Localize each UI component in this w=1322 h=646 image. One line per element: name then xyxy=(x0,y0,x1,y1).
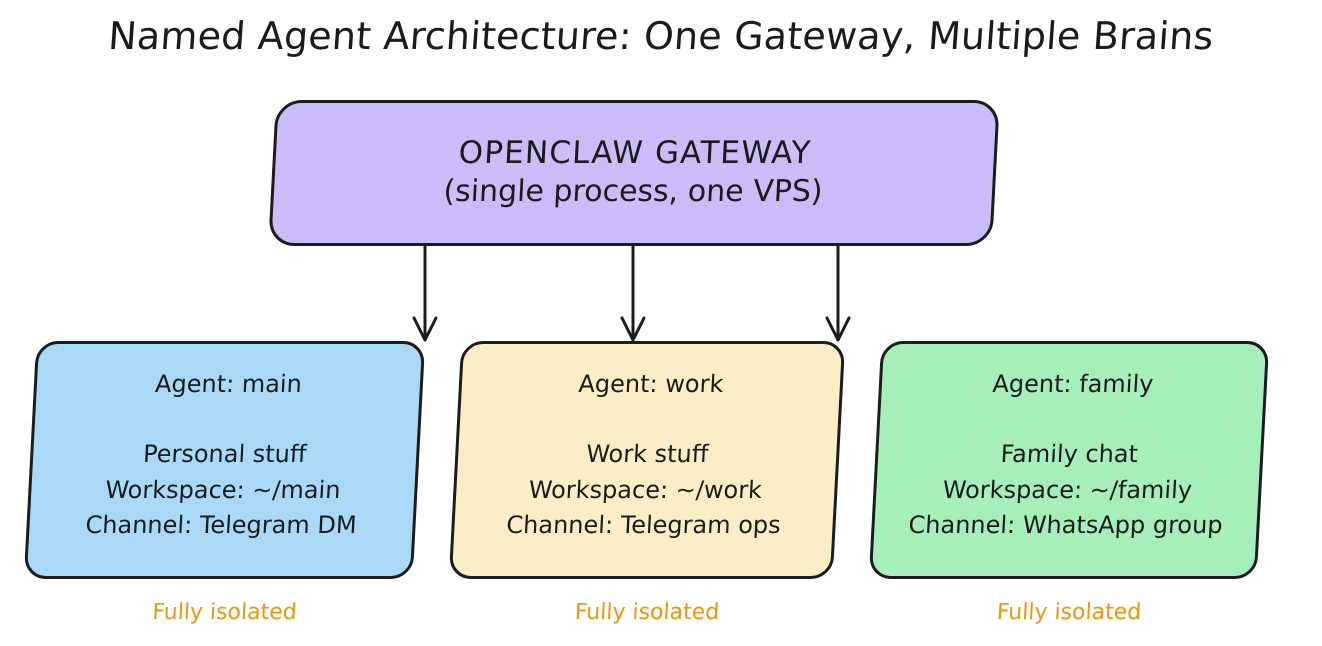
agent-node-work: Agent: work Work stuff Workspace: ~/work… xyxy=(448,341,846,579)
agent-workspace: Workspace: ~/family xyxy=(942,475,1193,504)
agent-node-main: Agent: main Personal stuff Workspace: ~/… xyxy=(23,341,426,579)
agent-title: Agent: family xyxy=(991,370,1155,399)
gateway-node: OPENCLAW GATEWAY (single process, one VP… xyxy=(268,100,1000,246)
agent-workspace: Workspace: ~/main xyxy=(104,475,342,504)
isolation-label-main: Fully isolated xyxy=(151,600,298,625)
agent-channel: Channel: Telegram DM xyxy=(84,511,358,540)
isolation-label-family: Fully isolated xyxy=(996,600,1142,625)
agent-title: Agent: main xyxy=(154,370,303,399)
gateway-name: OPENCLAW GATEWAY xyxy=(457,135,813,172)
gateway-subtitle: (single process, one VPS) xyxy=(442,174,824,210)
agent-purpose: Personal stuff xyxy=(142,440,308,469)
agent-title: Agent: work xyxy=(577,370,725,399)
agent-details: Personal stuff Workspace: ~/main Channel… xyxy=(85,437,362,544)
agent-purpose: Work stuff xyxy=(585,440,710,469)
agent-purpose: Family chat xyxy=(999,440,1139,469)
arrow-gateway-to-work xyxy=(620,244,646,342)
arrow-gateway-to-main xyxy=(412,244,438,342)
agent-node-family: Agent: family Family chat Workspace: ~/f… xyxy=(868,341,1270,579)
isolation-label-work: Fully isolated xyxy=(574,600,720,625)
page-title: Named Agent Architecture: One Gateway, M… xyxy=(106,14,1216,58)
agent-details: Family chat Workspace: ~/family Channel:… xyxy=(908,437,1228,544)
agent-details: Work stuff Workspace: ~/work Channel: Te… xyxy=(505,437,785,544)
agent-channel: Channel: Telegram ops xyxy=(505,511,782,540)
agent-channel: Channel: WhatsApp group xyxy=(907,511,1224,540)
agent-workspace: Workspace: ~/work xyxy=(528,475,763,504)
arrow-gateway-to-family xyxy=(825,244,851,342)
